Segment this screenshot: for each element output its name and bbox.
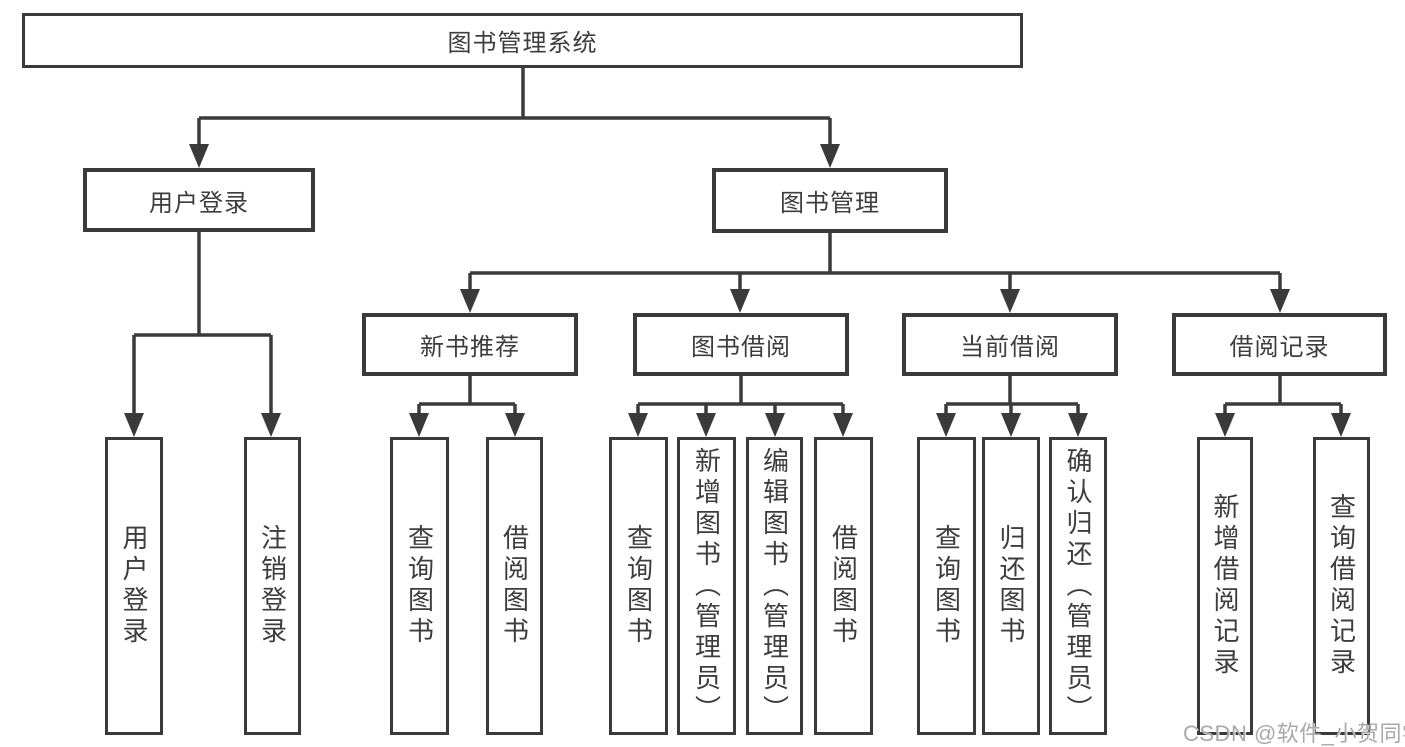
- leaf-borrow-books-recommend: 借阅图书: [486, 437, 543, 735]
- leaf-query-books-borrow: 查询图书: [609, 437, 668, 735]
- node-label: 图书借阅: [691, 334, 791, 361]
- node-label: 用户登录: [149, 189, 249, 217]
- leaf-add-books-admin: 新增图书（管理员）: [677, 437, 736, 735]
- node-label: 新书推荐: [420, 334, 520, 361]
- leaf-borrow-books: 借阅图书: [814, 437, 873, 735]
- node-label: 借阅记录: [1229, 334, 1330, 361]
- leaf-query-books-recommend: 查询图书: [390, 437, 449, 735]
- leaf-query-borrow-record: 查询借阅记录: [1313, 437, 1370, 735]
- leaf-edit-books-admin: 编辑图书（管理员）: [746, 437, 803, 735]
- node-book-borrow: 图书借阅: [633, 313, 849, 376]
- arrowheads: [124, 144, 1351, 437]
- node-label: 图书管理: [780, 190, 880, 217]
- node-new-book-recommend: 新书推荐: [362, 313, 578, 376]
- node-library-management-system: 图书管理系统: [22, 13, 1023, 68]
- node-current-borrow: 当前借阅: [902, 313, 1118, 376]
- leaf-user-login: 用户登录: [105, 437, 163, 735]
- leaf-add-borrow-record: 新增借阅记录: [1197, 437, 1253, 735]
- node-label: 图书管理系统: [447, 30, 598, 57]
- leaf-query-books-current: 查询图书: [917, 437, 976, 735]
- leaf-logout: 注销登录: [244, 437, 301, 735]
- leaf-return-books: 归还图书: [982, 437, 1040, 735]
- node-label: 当前借阅: [960, 334, 1060, 361]
- node-book-management: 图书管理: [712, 168, 948, 233]
- csdn-watermark: CSDN @软件_小贺同学: [1183, 721, 1405, 746]
- node-borrow-records: 借阅记录: [1172, 313, 1387, 376]
- node-user-login: 用户登录: [83, 168, 315, 232]
- leaf-confirm-return-admin: 确认归还（管理员）: [1049, 437, 1107, 735]
